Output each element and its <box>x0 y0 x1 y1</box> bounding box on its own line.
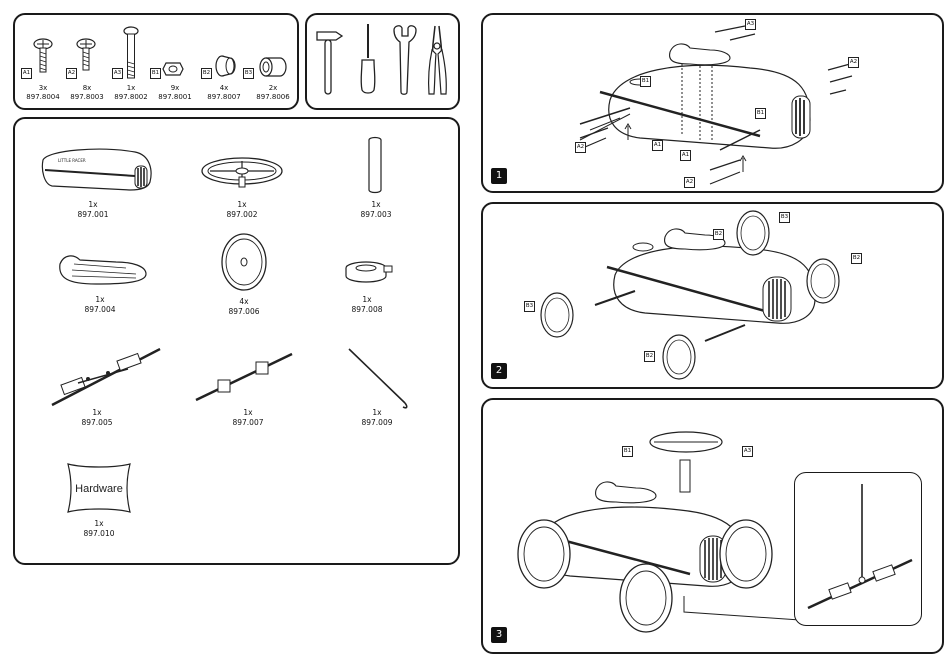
callout-badge: B1 <box>622 446 633 457</box>
callout-badge: A2 <box>684 177 695 188</box>
steering-rod-part <box>345 345 411 411</box>
hardware-bag-label: Hardware <box>75 483 123 495</box>
code-badge: B1 <box>150 68 161 79</box>
part-number: 897.004 <box>65 305 135 314</box>
inset-axle-detail <box>800 480 918 620</box>
screw-a2-icon <box>75 38 97 78</box>
part-number: 897.003 <box>341 210 411 219</box>
part-number: 897.008 <box>332 305 402 314</box>
code-badge: B3 <box>243 68 254 79</box>
step-number: 1 <box>491 168 507 184</box>
part-qty: 1x <box>332 295 402 304</box>
screw-a1-icon <box>32 38 54 78</box>
hardware-part: 897.8004 <box>18 93 68 102</box>
brand-mark: LITTLE RACER <box>58 158 86 163</box>
callout-badge: A2 <box>575 142 586 153</box>
seat-part <box>56 248 148 286</box>
hardware-part: 897.8007 <box>199 93 249 102</box>
steering-column-part <box>366 136 384 194</box>
callout-badge: B2 <box>713 229 724 240</box>
code-badge: A1 <box>21 68 32 79</box>
callout-badge: B1 <box>755 108 766 119</box>
car-body-part: LITTLE RACER <box>40 140 155 192</box>
part-qty: 1x <box>341 200 411 209</box>
hardware-part: 897.8002 <box>106 93 156 102</box>
rear-axle-part <box>192 350 296 406</box>
part-qty: 1x <box>342 408 412 417</box>
callout-badge: A3 <box>742 446 753 457</box>
part-number: 897.002 <box>207 210 277 219</box>
callout-badge: A1 <box>652 140 663 151</box>
step-2-car-diagram <box>515 205 875 385</box>
steering-wheel-part <box>200 155 285 195</box>
hardware-qty: 2x <box>248 84 298 93</box>
wrench-icon <box>390 24 418 96</box>
callout-badge: A2 <box>848 57 859 68</box>
hardware-qty: 9x <box>150 84 200 93</box>
screwdriver-icon <box>358 22 378 96</box>
wheel-part <box>220 232 268 292</box>
part-number: 897.005 <box>62 418 132 427</box>
callout-badge: B2 <box>851 253 862 264</box>
bushing-b2-icon <box>214 54 236 78</box>
part-number: 897.009 <box>342 418 412 427</box>
pliers-icon <box>425 24 451 96</box>
hardware-qty: 4x <box>199 84 249 93</box>
hardware-part: 897.8003 <box>62 93 112 102</box>
part-qty: 1x <box>65 295 135 304</box>
hardware-part: 897.8001 <box>150 93 200 102</box>
hardware-qty: 1x <box>106 84 156 93</box>
step-number: 2 <box>491 363 507 379</box>
callout-badge: B3 <box>779 212 790 223</box>
part-number: 897.006 <box>209 307 279 316</box>
part-number: 897.001 <box>58 210 128 219</box>
callout-badge: B3 <box>524 301 535 312</box>
part-number: 897.007 <box>213 418 283 427</box>
callout-badge: B2 <box>644 351 655 362</box>
part-qty: 1x <box>64 519 134 528</box>
part-qty: 4x <box>209 297 279 306</box>
nut-b1-icon <box>162 60 184 78</box>
fuel-cap-part <box>342 258 394 286</box>
spacer-b3-icon <box>258 56 288 78</box>
callout-badge: A1 <box>680 150 691 161</box>
hardware-part: 897.8006 <box>248 93 298 102</box>
front-axle-part <box>48 343 166 409</box>
step-number: 3 <box>491 627 507 643</box>
code-badge: A2 <box>66 68 77 79</box>
hardware-qty: 8x <box>62 84 112 93</box>
hammer-icon <box>314 28 346 96</box>
code-badge: A3 <box>112 68 123 79</box>
bolt-a3-icon <box>120 26 142 80</box>
callout-badge: B1 <box>640 76 651 87</box>
part-number: 897.010 <box>64 529 134 538</box>
part-qty: 1x <box>62 408 132 417</box>
callout-badge: A3 <box>745 19 756 30</box>
part-qty: 1x <box>213 408 283 417</box>
hardware-qty: 3x <box>18 84 68 93</box>
part-qty: 1x <box>58 200 128 209</box>
step-1-car-diagram <box>560 20 890 190</box>
part-qty: 1x <box>207 200 277 209</box>
hardware-bag-part: Hardware <box>64 460 134 516</box>
code-badge: B2 <box>201 68 212 79</box>
